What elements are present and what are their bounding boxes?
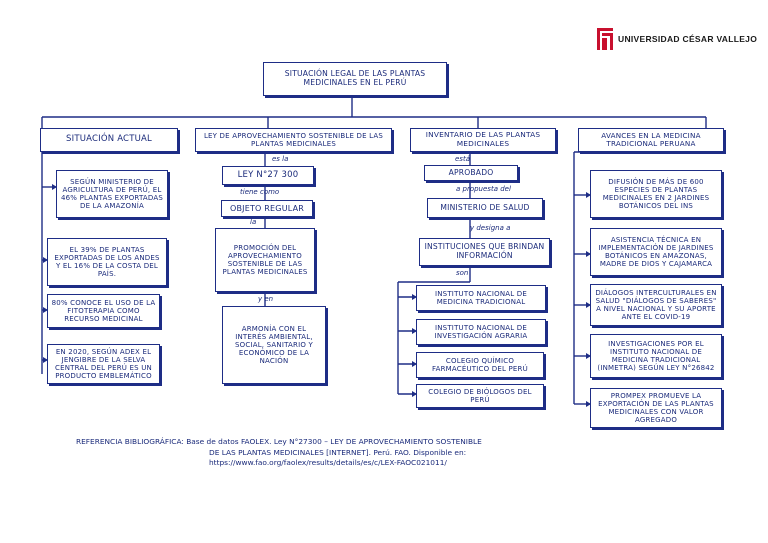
connector-label: es la: [272, 155, 289, 163]
ucv-logo-icon: [597, 28, 613, 50]
situacion-item: 80% CONOCE EL USO DE LA FITOTERAPIA COMO…: [47, 294, 160, 328]
connector-label: tiene como: [240, 188, 280, 196]
connector-label: la: [250, 218, 257, 226]
bibliographic-reference: REFERENCIA BIBLIOGRÁFICA: Base de datos …: [76, 437, 596, 469]
situacion-item: SEGÚN MINISTERIO DE AGRICULTURA DE PERÚ,…: [56, 170, 168, 218]
institucion-item: INSTITUTO NACIONAL DE INVESTIGACIÓN AGRA…: [416, 319, 546, 345]
connector-label: son: [456, 269, 469, 277]
situacion-item: EL 39% DE PLANTAS EXPORTADAS DE LOS ANDE…: [47, 238, 167, 286]
aprobado-box: APROBADO: [424, 165, 518, 181]
university-name: UNIVERSIDAD CÉSAR VALLEJO: [618, 34, 758, 44]
institucion-item: COLEGIO QUÍMICO FARMACÉUTICO DEL PERÚ: [416, 352, 544, 378]
connector-label: a propuesta del: [456, 185, 511, 193]
objeto-box: OBJETO REGULAR: [221, 200, 313, 217]
avance-item: ASISTENCIA TÉCNICA EN IMPLEMENTACIÓN DE …: [590, 228, 722, 276]
promocion-box: PROMOCIÓN DEL APROVECHAMIENTO SOSTENIBLE…: [215, 228, 315, 292]
reference-line: REFERENCIA BIBLIOGRÁFICA: Base de datos …: [76, 437, 482, 446]
header-avances: AVANCES EN LA MEDICINA TRADICIONAL PERUA…: [578, 128, 724, 152]
instituciones-box: INSTITUCIONES QUE BRINDAN INFORMACIÓN: [419, 238, 550, 266]
armonia-box: ARMONÍA CON EL INTERÉS AMBIENTAL, SOCIAL…: [222, 306, 326, 384]
avance-item: DIÁLOGOS INTERCULTURALES EN SALUD "DIÁLO…: [590, 284, 722, 326]
avance-item: INVESTIGACIONES POR EL INSTITUTO NACIONA…: [590, 334, 722, 378]
ministerio-box: MINISTERIO DE SALUD: [427, 198, 543, 218]
header-ley: LEY DE APROVECHAMIENTO SOSTENIBLE DE LAS…: [195, 128, 392, 152]
header-inventario: INVENTARIO DE LAS PLANTAS MEDICINALES: [410, 128, 556, 152]
connector-label: y en: [258, 295, 274, 303]
header-situacion: SITUACIÓN ACTUAL: [40, 128, 178, 152]
diagram-title-text: SITUACIÓN LEGAL DE LAS PLANTAS MEDICINAL…: [284, 69, 426, 87]
situacion-item: EN 2020, SEGÚN ADEX EL JENGIBRE DE LA SE…: [47, 344, 160, 384]
connector-label: y designa a: [470, 224, 511, 232]
institucion-item: INSTITUTO NACIONAL DE MEDICINA TRADICION…: [416, 285, 546, 311]
institucion-item: COLEGIO DE BIÓLOGOS DEL PERÚ: [416, 384, 544, 408]
reference-line: DE LAS PLANTAS MEDICINALES [INTERNET]. P…: [209, 447, 467, 457]
diagram-title: SITUACIÓN LEGAL DE LAS PLANTAS MEDICINAL…: [263, 62, 447, 96]
ley-number-box: LEY N°27 300: [222, 166, 314, 185]
avance-item: DIFUSIÓN DE MÁS DE 600 ESPECIES DE PLANT…: [590, 170, 722, 218]
reference-line: https://www.fao.org/faolex/results/detai…: [209, 458, 447, 468]
university-logo: UNIVERSIDAD CÉSAR VALLEJO: [597, 28, 757, 50]
avance-item: PROMPEX PROMUEVE LA EXPORTACIÓN DE LAS P…: [590, 388, 722, 428]
connector-label: está: [455, 155, 470, 163]
